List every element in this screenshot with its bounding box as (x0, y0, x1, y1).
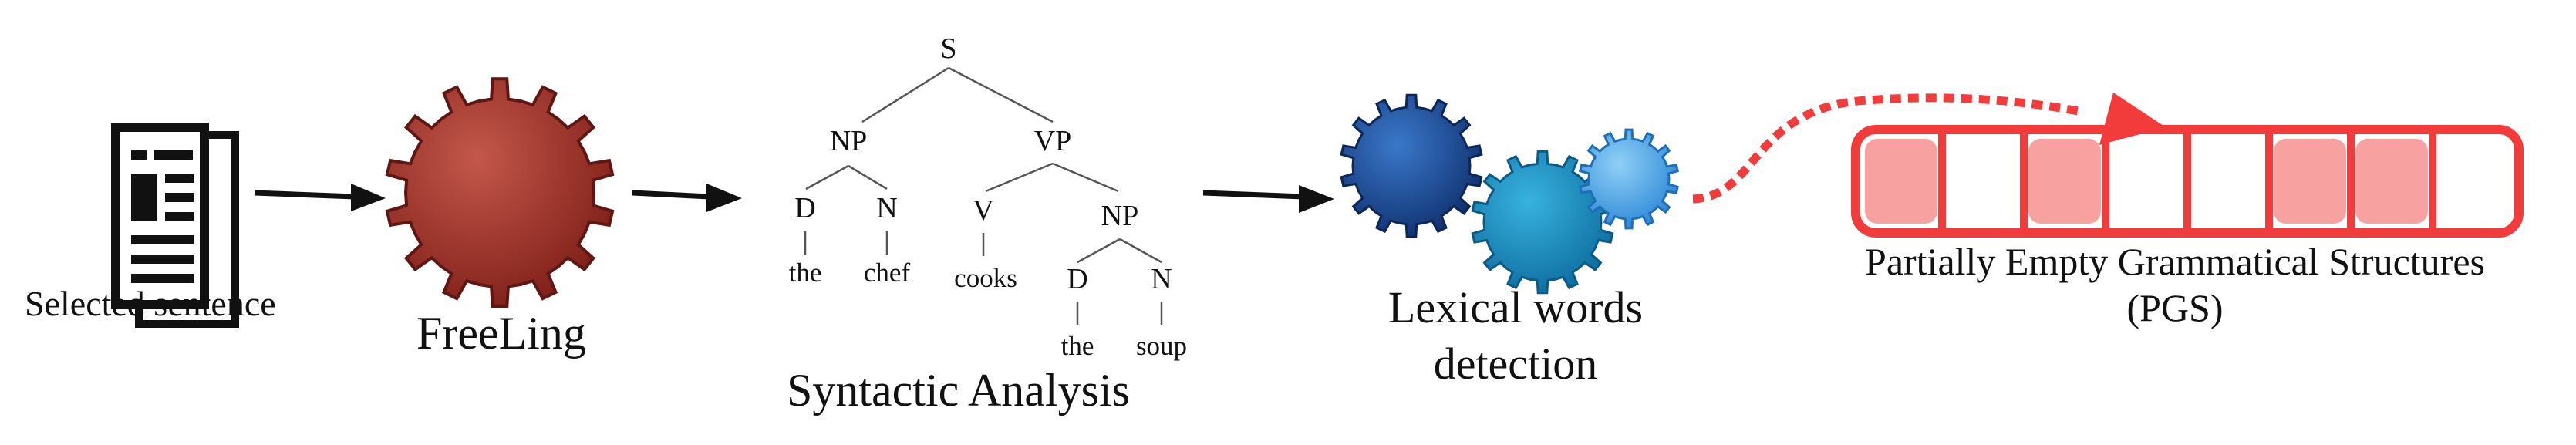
label-detection: detection (1433, 339, 1598, 389)
tree-node-np2: NP (1101, 200, 1139, 232)
label-selected-sentence: Selected sentence (25, 284, 276, 323)
tree-word-chef: chef (864, 258, 911, 288)
label-freeling: FreeLing (416, 308, 586, 359)
arrow-2 (632, 184, 742, 212)
label-syntactic-analysis: Syntactic Analysis (787, 365, 1130, 416)
flow-arrows (254, 184, 1334, 213)
pgs-slot (2274, 139, 2346, 224)
pgs-slot (2028, 139, 2101, 224)
tree-word-the-2: the (1061, 331, 1094, 361)
tree-node-np: NP (830, 125, 868, 157)
document-icon (111, 123, 239, 328)
pgs-outline (1851, 125, 2524, 238)
tree-node-d2: D (1067, 263, 1087, 295)
label-lexical-words: Lexical words (1387, 282, 1644, 332)
label-pgs-abbrev: (PGS) (2126, 286, 2224, 329)
tree-word-soup: soup (1136, 331, 1187, 361)
tree-node-n1: N (876, 192, 897, 224)
tree-node-vp: VP (1034, 125, 1072, 157)
arrow-1 (254, 184, 386, 211)
freeling-gear-icon (385, 77, 615, 308)
pgs-slot (1865, 139, 1937, 224)
pgs-slot (2437, 139, 2510, 224)
tree-node-d1: D (794, 192, 815, 224)
lexical-gears-icon (1340, 93, 1679, 295)
arrow-3 (1202, 185, 1334, 213)
pgs-slot (2192, 139, 2264, 224)
tree-word-the: the (789, 258, 822, 288)
label-pgs-title: Partially Empty Grammatical Structures (1865, 240, 2485, 283)
tree-node-root: S (940, 32, 956, 65)
pgs-slots (1851, 125, 2524, 238)
tree-node-n2: N (1151, 263, 1172, 295)
pgs-slot (2110, 139, 2183, 224)
tree-node-v: V (973, 194, 994, 227)
syntax-tree (804, 66, 1163, 325)
tree-word-cooks: cooks (954, 263, 1017, 293)
syntax-tree-words: the chef cooks the soup (789, 258, 1187, 361)
syntax-tree-labels: S NP VP D N V NP D N (794, 32, 1172, 295)
pgs-slot (2355, 139, 2428, 224)
pgs-slot (1947, 139, 2019, 224)
